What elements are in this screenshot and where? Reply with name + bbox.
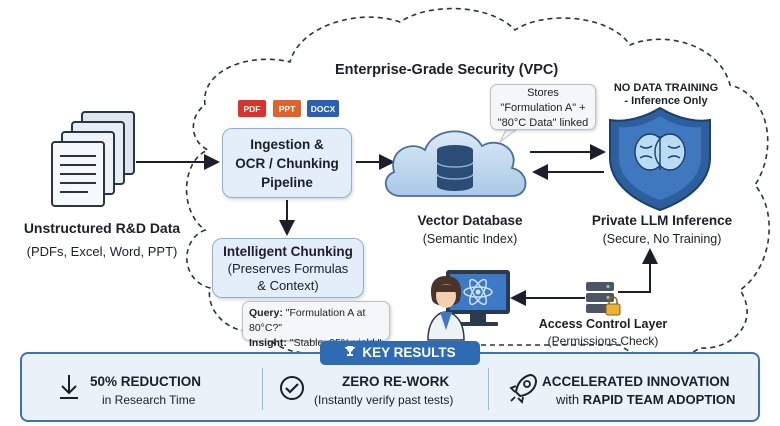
vector-db-title: Vector Database xyxy=(417,213,523,228)
pdf-badge: PDF xyxy=(238,100,266,117)
no-training-line-1: NO DATA TRAINING xyxy=(613,82,719,94)
result-innovation-subtitle: with RAPID TEAM ADOPTION xyxy=(556,392,735,407)
result-item-zero-rework: ZERO RE-WORK (Instantly verify past test… xyxy=(270,362,490,414)
result-reduction-title: 50% REDUCTION xyxy=(90,374,202,389)
result-innovation-title: ACCELERATED INNOVATION xyxy=(542,374,730,389)
result-innovation-subtitle-bold: RAPID TEAM ADOPTION xyxy=(582,392,736,407)
trophy-icon xyxy=(344,341,356,365)
result-divider xyxy=(262,368,263,410)
chunking-line-2: & Context) xyxy=(257,278,319,293)
result-reduction-subtitle: in Research Time xyxy=(102,393,196,407)
result-zero-rework-subtitle: (Instantly verify past tests) xyxy=(314,393,454,407)
ingestion-line-3: Pipeline xyxy=(261,175,313,190)
no-training-line-2: - Inference Only xyxy=(624,95,708,107)
ppt-badge: PPT xyxy=(273,100,301,117)
access-control-server-icon xyxy=(586,282,621,316)
result-divider xyxy=(488,368,489,410)
docx-badge: DOCX xyxy=(307,100,339,117)
rocket-icon xyxy=(509,373,538,404)
scientist-workstation-icon xyxy=(427,270,510,341)
llm-title: Private LLM Inference xyxy=(591,213,733,228)
vector-database-icon xyxy=(384,130,527,197)
vector-db-callout: Stores "Formulation A" + "80°C Data" lin… xyxy=(490,84,596,130)
key-results-banner: KEY RESULTS xyxy=(320,341,480,365)
insight-label: Insight: xyxy=(249,337,287,349)
access-control-title: Access Control Layer xyxy=(538,317,668,331)
result-zero-rework-title: ZERO RE-WORK xyxy=(342,374,450,389)
vpc-title: Enterprise-Grade Security (VPC) xyxy=(335,62,559,78)
no-training-note: NO DATA TRAINING - Inference Only xyxy=(596,82,736,108)
result-innovation-subtitle-prefix: with xyxy=(556,392,580,407)
source-title: Unstructured R&D Data xyxy=(23,220,181,236)
query-label: Query: xyxy=(249,307,283,319)
callout-line-1: Stores xyxy=(527,87,559,99)
chunking-line-1: (Preserves Formulas xyxy=(227,261,349,276)
chunking-title: Intelligent Chunking xyxy=(223,244,353,259)
query-text: "Formulation A at 80°C?" xyxy=(249,307,366,334)
download-arrow-icon xyxy=(60,375,78,399)
query-insight-box: Query: "Formulation A at 80°C?" Insight:… xyxy=(242,301,390,349)
callout-line-2: "Formulation A" + xyxy=(500,102,586,114)
source-subtitle: (PDFs, Excel, Word, PPT) xyxy=(26,244,178,259)
documents-stack-icon xyxy=(51,111,135,207)
access-control-subtitle: (Permissions Check) xyxy=(547,334,659,348)
key-results-label: KEY RESULTS xyxy=(362,345,456,360)
shield-brain-icon xyxy=(609,106,711,212)
callout-line-3: "80°C Data" linked xyxy=(497,117,589,129)
llm-subtitle: (Secure, No Training) xyxy=(602,232,722,246)
ingestion-pipeline-box: Ingestion & OCR / Chunking Pipeline xyxy=(222,128,352,198)
intelligent-chunking-box: Intelligent Chunking (Preserves Formulas… xyxy=(212,238,364,298)
result-item-innovation: ACCELERATED INNOVATION with RAPID TEAM A… xyxy=(496,362,756,414)
check-circle-icon xyxy=(280,376,304,400)
ingestion-line-1: Ingestion & xyxy=(250,137,324,152)
ingestion-line-2: OCR / Chunking xyxy=(235,156,339,171)
result-item-reduction: 50% REDUCTION in Research Time xyxy=(30,362,250,414)
vector-db-subtitle: (Semantic Index) xyxy=(422,232,518,246)
